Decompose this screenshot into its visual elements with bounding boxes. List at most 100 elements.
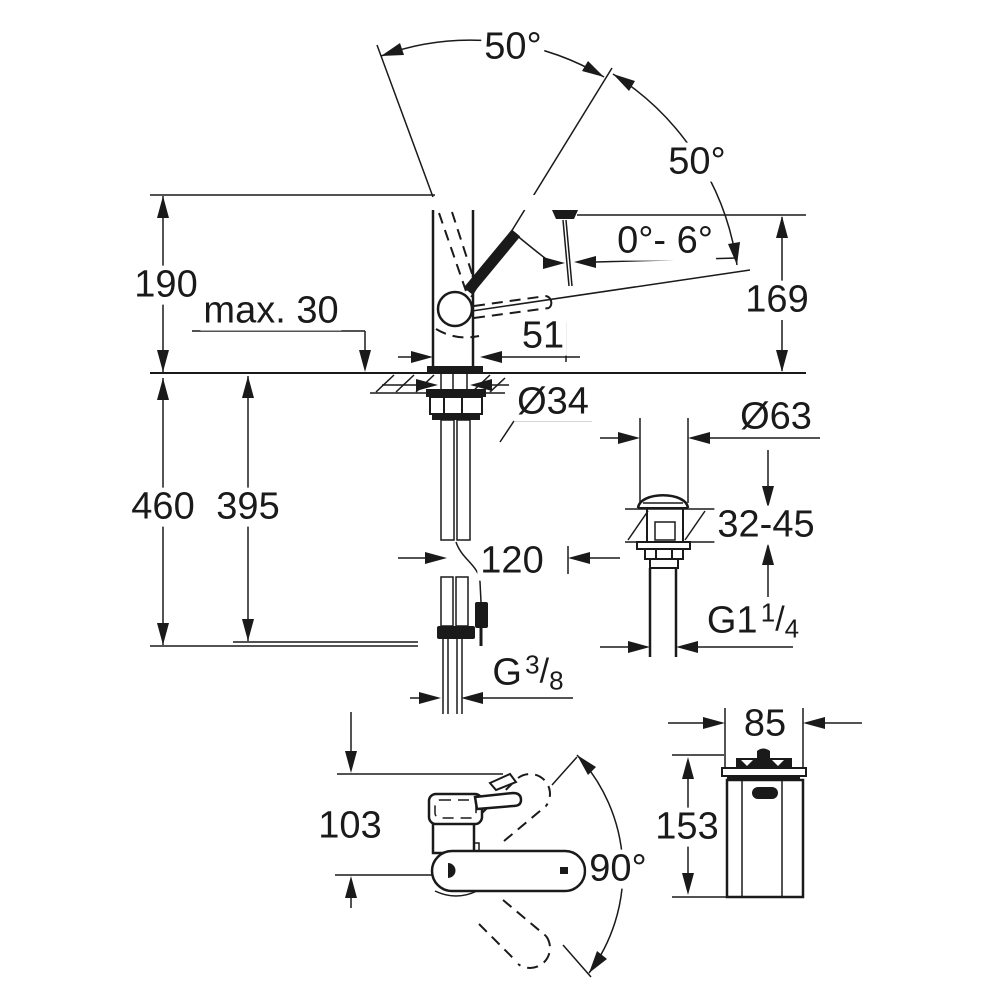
- height-190-label: 190: [131, 265, 201, 305]
- length-460-label: 460: [128, 487, 198, 527]
- arrowhead: [425, 552, 447, 564]
- arrowhead: [543, 257, 565, 269]
- arrowhead: [613, 74, 635, 91]
- waste-drain-detail: [600, 418, 820, 657]
- max-thickness-label: max. 30: [200, 291, 342, 331]
- lever-cutout: [741, 760, 753, 766]
- base-depth-label: 51: [518, 316, 568, 356]
- spout-outlet-mark: [560, 867, 568, 874]
- aerator: [552, 210, 578, 219]
- lever-horizontal-axis-line: [471, 269, 751, 312]
- arrowhead: [411, 351, 433, 363]
- thread-prefix: G: [492, 651, 522, 694]
- cable: [455, 541, 482, 603]
- arrowhead: [242, 376, 254, 398]
- arrowhead: [419, 692, 441, 704]
- arrowhead: [416, 379, 438, 391]
- arrowhead: [776, 216, 788, 238]
- thread-numerator: 1: [760, 597, 776, 628]
- arrowhead: [157, 350, 169, 372]
- joystick-ball: [436, 290, 474, 328]
- arrowhead: [242, 619, 254, 641]
- arrowhead: [618, 432, 640, 444]
- water-stream: [565, 219, 573, 287]
- spout-top-view: [430, 849, 587, 893]
- extension-line: [562, 944, 592, 978]
- arrowhead: [582, 61, 604, 77]
- waste-flange: [636, 541, 691, 550]
- connector-port: [458, 628, 467, 637]
- arrowhead: [703, 717, 725, 729]
- base-plate: [427, 366, 483, 374]
- front-view: [668, 708, 862, 899]
- arrowhead: [682, 873, 694, 895]
- connector-port: [442, 628, 451, 637]
- lever-dashed-position: [438, 212, 467, 292]
- arrowhead: [470, 379, 492, 391]
- thread-slash: /: [775, 600, 785, 639]
- arrowhead: [157, 378, 169, 400]
- lever-dashed-position: [435, 328, 480, 339]
- hose-projection-label: 120: [477, 541, 547, 581]
- extension-line: [551, 756, 578, 786]
- arrowhead: [157, 196, 169, 218]
- body-top-view: [431, 821, 476, 855]
- arrowhead: [776, 350, 788, 372]
- spout-dashed-tip: [517, 773, 551, 807]
- lever-handle-core: [465, 231, 519, 293]
- arrowhead: [568, 552, 590, 564]
- body-shadow-line: [727, 776, 800, 780]
- grohe-logo: [752, 787, 778, 799]
- arrowhead: [762, 486, 774, 508]
- lever-front-view: [736, 758, 792, 769]
- swivel-angle-label: 50°: [481, 27, 545, 67]
- body-width-label: 85: [740, 704, 790, 744]
- arrowhead: [574, 256, 596, 268]
- lever-dashed-tip: [545, 295, 553, 309]
- lever-cutout: [772, 760, 784, 766]
- body-top-plate-front: [721, 767, 807, 777]
- spout-dashed-position: [478, 899, 547, 963]
- supply-hose: [440, 576, 454, 627]
- waste-body-detail: [654, 521, 676, 541]
- body-front-view: [725, 778, 805, 899]
- mounting-nut: [429, 396, 483, 415]
- spout-inlet-mark: [448, 863, 456, 878]
- water-stream: [562, 219, 570, 287]
- thread-denominator: 8: [549, 665, 564, 696]
- arrowhead: [345, 751, 357, 773]
- arrowhead: [589, 951, 607, 973]
- thread-prefix: G1: [706, 599, 758, 642]
- d34-leader: [499, 420, 515, 443]
- thread-denominator: 4: [784, 613, 800, 644]
- spray-angle-arc: [514, 233, 550, 262]
- lever-dome: [757, 748, 770, 758]
- arrowhead: [480, 351, 502, 363]
- arrowhead: [688, 432, 710, 444]
- lever-dashed-position: [451, 211, 477, 287]
- waste-thread-label: G1 1/4: [703, 599, 803, 644]
- lever-tip-top-view: [488, 772, 518, 792]
- arrowhead: [628, 641, 650, 653]
- supply-hose: [456, 419, 471, 541]
- spout-height-label: 169: [742, 280, 812, 320]
- hose-length-label: 395: [213, 487, 283, 527]
- lever-arm-top-view: [473, 791, 523, 811]
- lever-open-angle-label: 50°: [665, 142, 729, 182]
- spout-dashed-tip: [517, 935, 551, 969]
- arrowhead: [381, 43, 404, 56]
- arrowhead: [728, 242, 740, 265]
- flange-diameter-label: Ø63: [737, 397, 815, 437]
- arrowhead: [803, 717, 825, 729]
- arrowhead: [359, 350, 371, 372]
- arrowhead: [676, 641, 698, 653]
- body-height-label: 153: [652, 807, 722, 847]
- plan-view: [335, 712, 624, 978]
- swivel-range-label: 90°: [586, 849, 650, 889]
- waste-cap-dome: [636, 494, 690, 509]
- seal-washer: [426, 389, 486, 397]
- section-hatch: [627, 510, 649, 541]
- lever-dashed-position: [473, 307, 550, 319]
- arrowhead: [345, 876, 357, 898]
